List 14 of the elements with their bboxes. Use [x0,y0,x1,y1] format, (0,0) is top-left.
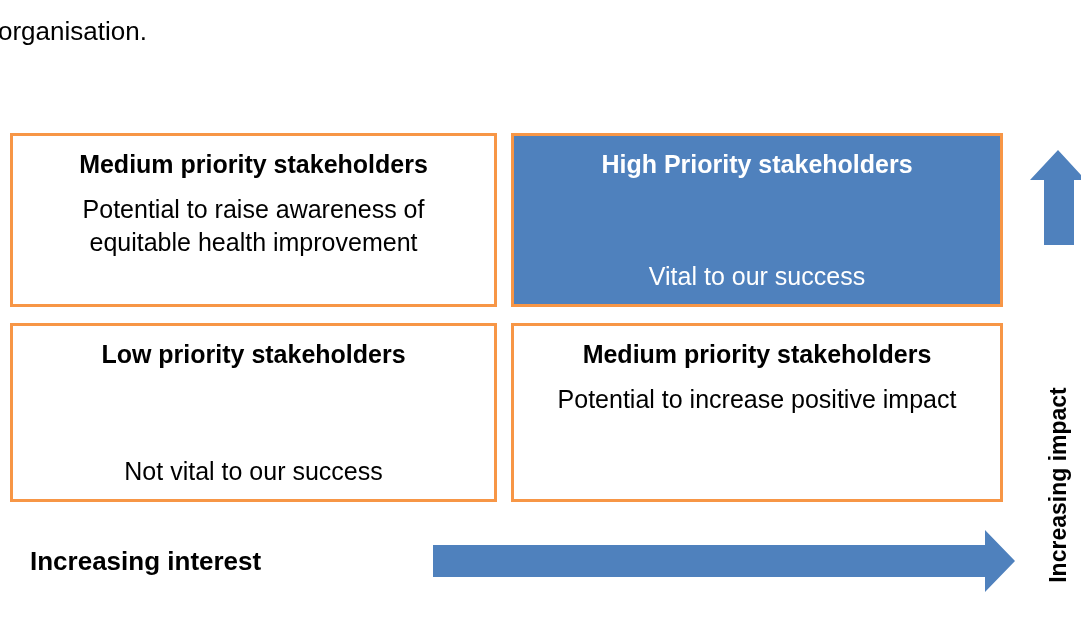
quadrant-description: Not vital to our success [124,455,383,487]
quadrant-heading: High Priority stakeholders [601,150,913,179]
quadrant-box [10,133,497,307]
axis-label: Increasing interest [30,546,262,577]
quadrant-description: Potential to raise awareness of equitable health improvement [81,194,426,258]
quadrant-heading: Medium priority stakeholders [582,340,932,369]
quadrant-box [10,323,497,502]
quadrant-heading: Medium priority stakeholders [79,150,428,179]
quadrant-box [511,323,1003,502]
quadrant-heading: Low priority stakeholders [101,340,406,369]
quadrant-description: Potential to increase positive impact [557,384,957,415]
quadrant-description: Vital to our success [648,260,866,292]
quadrant-box [511,133,1003,307]
axis-label: Increasing impact [1044,387,1072,583]
